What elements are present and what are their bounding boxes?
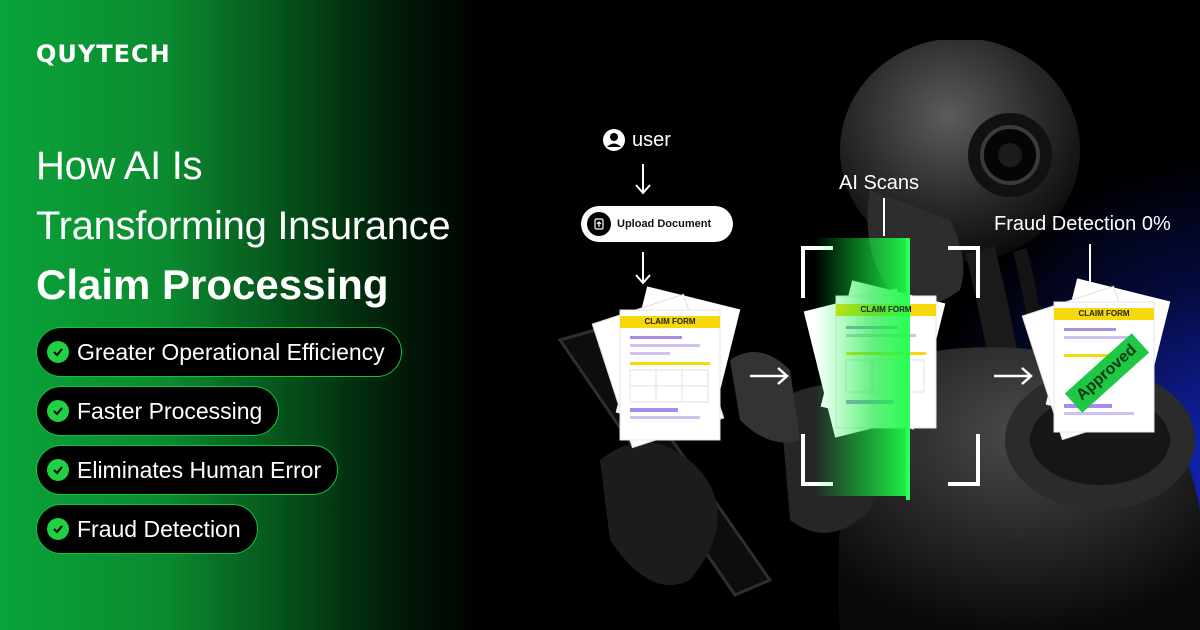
upload-label: Upload Document — [617, 218, 712, 230]
ai-scans-label: AI Scans — [839, 172, 920, 194]
approved-claim-form — [1021, 278, 1171, 441]
claim-form-stack — [591, 286, 741, 449]
check-icon — [47, 341, 69, 363]
benefit-pill: Fraud Detection — [36, 504, 258, 554]
right-arrow-icon — [750, 367, 789, 385]
scan-beam — [815, 238, 909, 496]
upload-icon — [587, 212, 611, 236]
user-icon — [603, 129, 625, 151]
down-arrow-icon — [635, 164, 651, 195]
user-label: user — [632, 128, 671, 151]
brand-logo: QUYTECH — [36, 40, 171, 68]
user-step: user — [602, 128, 671, 152]
benefit-label: Faster Processing — [77, 397, 263, 424]
right-arrow-icon — [994, 367, 1033, 385]
benefit-label: Greater Operational Efficiency — [77, 338, 385, 365]
upload-document-button[interactable]: Upload Document — [581, 206, 733, 242]
benefit-pill: Eliminates Human Error — [36, 445, 339, 495]
check-icon — [47, 459, 69, 481]
fraud-detection-label: Fraud Detection 0% — [994, 213, 1171, 235]
title-line-3: Claim Processing — [36, 261, 389, 308]
benefit-label: Fraud Detection — [77, 515, 241, 542]
approved-form-title: CLAIM FORM — [1078, 309, 1130, 318]
title-line-1: How AI Is — [36, 144, 203, 188]
down-arrow-icon — [635, 252, 651, 285]
check-icon — [47, 400, 69, 422]
page-title: How AI Is Transforming Insurance Claim P… — [36, 136, 556, 314]
benefit-pill: Greater Operational Efficiency — [36, 327, 402, 377]
claim-form-title: CLAIM FORM — [644, 317, 696, 326]
benefit-label: Eliminates Human Error — [77, 456, 322, 483]
scanned-form-title: CLAIM FORM — [860, 305, 912, 314]
benefit-pill: Faster Processing — [36, 386, 280, 436]
title-line-2: Transforming Insurance — [36, 204, 451, 248]
check-icon — [47, 518, 69, 540]
